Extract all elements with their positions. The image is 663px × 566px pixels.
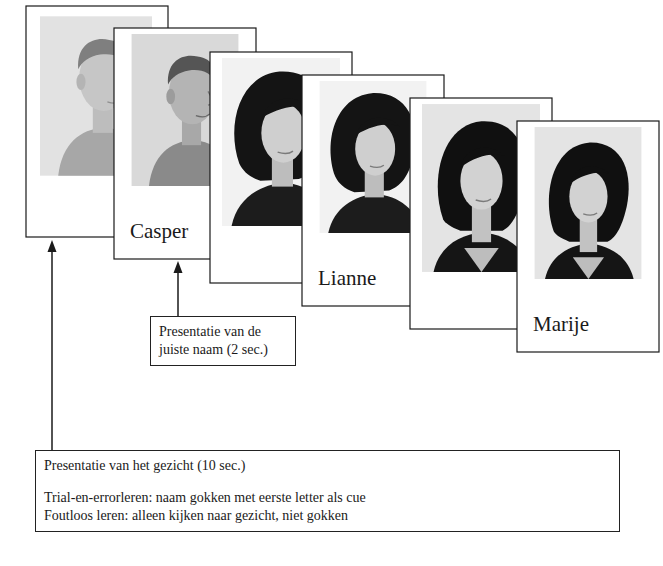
callout-box: Presentatie van de juiste naam (2 sec.) xyxy=(150,316,296,366)
pointer-arrow xyxy=(174,261,183,316)
callout-text: Presentatie van het gezicht (10 sec.) xyxy=(44,457,611,475)
name-label: Lianne xyxy=(318,265,376,291)
arrow-line xyxy=(177,271,179,316)
leader-arrow xyxy=(48,240,57,450)
callout-text: Trial-en-errorleren: naam gokken met eer… xyxy=(44,489,611,507)
photo-card: Marije xyxy=(517,121,659,352)
photo-card: Lianne xyxy=(302,75,444,306)
arrow-head xyxy=(174,261,183,273)
card-6 xyxy=(517,121,659,352)
photo-card: Casper xyxy=(114,28,256,259)
callout-box: Presentatie van het gezicht (10 sec.) Tri… xyxy=(35,450,620,532)
name-label: Marije xyxy=(533,311,589,337)
callout-text: Foutloos leren: alleen kijken naar gezic… xyxy=(44,507,611,525)
callout-text: Presentatie van de juiste naam (2 sec.) xyxy=(159,323,287,359)
name-label: Casper xyxy=(130,218,188,244)
